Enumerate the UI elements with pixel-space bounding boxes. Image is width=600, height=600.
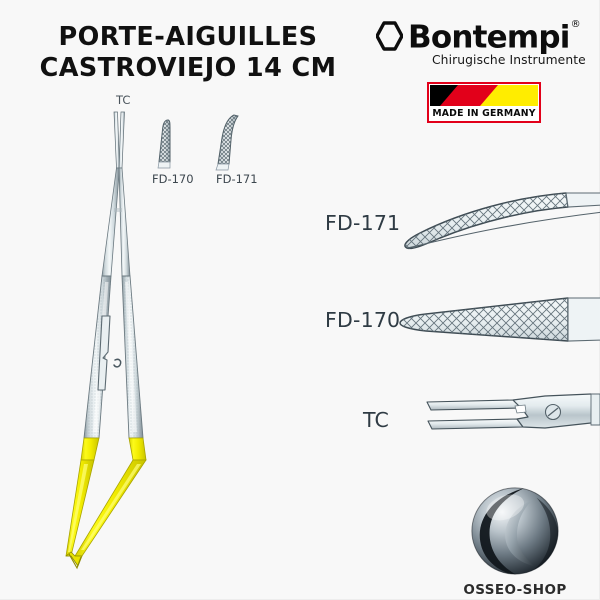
shop-logo: OSSEO-SHOP xyxy=(455,482,575,598)
brand-name-text: Bontempi xyxy=(408,19,570,56)
overview-tc-label: TC xyxy=(116,93,131,107)
made-in-germany-badge: MADE IN GERMANY xyxy=(427,82,541,123)
overview-tip-label-fd170: FD-170 xyxy=(152,172,194,186)
tip-illustration-fd171 xyxy=(212,112,252,172)
detail-illustration-fd171 xyxy=(398,192,600,252)
detail-label-fd171: FD-171 xyxy=(325,211,401,235)
overview-tip-label-fd171: FD-171 xyxy=(216,172,258,186)
page-title: PORTE-AIGUILLES CASTROVIEJO 14 CM xyxy=(38,22,338,84)
detail-label-tc: TC xyxy=(363,408,390,432)
brand-subtitle: Chirugische Instrumente xyxy=(432,53,586,67)
german-flag-icon xyxy=(430,85,538,106)
brand-logo: Bontempi® Chirugische Instrumente xyxy=(376,18,586,67)
title-line-2: CASTROVIEJO 14 CM xyxy=(39,53,337,83)
title-line-1: PORTE-AIGUILLES xyxy=(58,22,318,52)
registered-mark: ® xyxy=(570,19,581,31)
tip-illustration-fd170 xyxy=(155,118,189,170)
sphere-logo-icon xyxy=(471,487,559,575)
hexagon-icon xyxy=(376,21,403,51)
detail-illustration-fd170 xyxy=(398,296,600,346)
brand-name: Bontempi® xyxy=(408,18,581,56)
badge-text: MADE IN GERMANY xyxy=(432,108,536,119)
main-instrument-illustration xyxy=(58,108,198,578)
detail-label-fd170: FD-170 xyxy=(325,308,401,332)
detail-illustration-tc xyxy=(395,392,600,454)
shop-name: OSSEO-SHOP xyxy=(463,582,567,598)
